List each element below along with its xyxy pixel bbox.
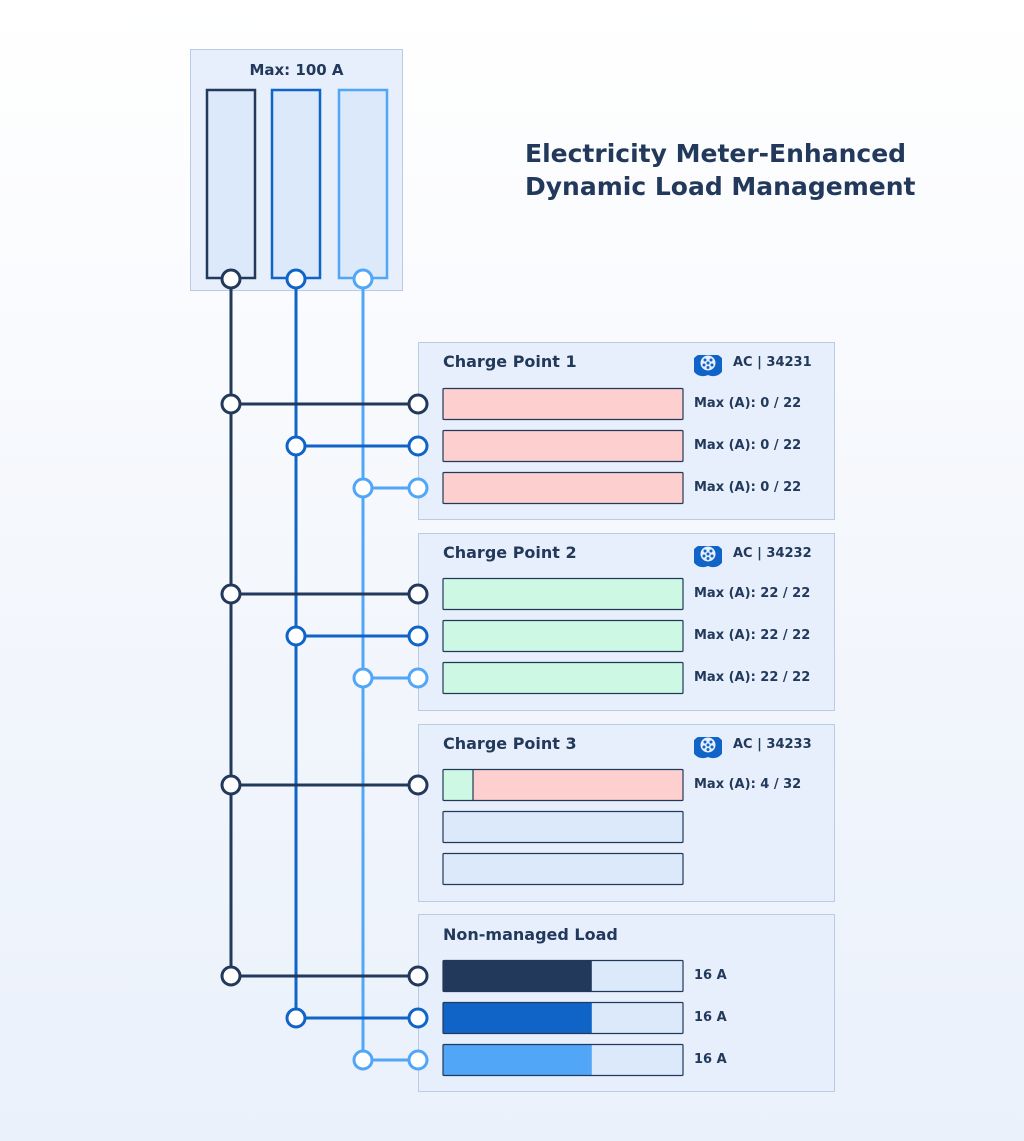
charge-point-2-phase-3-available-fill: [443, 662, 683, 694]
non-managed-load-phase-2-bus-node: [285, 1007, 307, 1029]
charge-point-3-phase-2-bar-track: [443, 811, 683, 843]
charge-point-1-phase-2-label: Max (A): 0 / 22: [694, 438, 802, 453]
non-managed-load-phase-2-label: 16 A: [694, 1010, 727, 1025]
non-managed-load-phase-1-label: 16 A: [694, 968, 727, 983]
charge-point-2-phase-1-input-node: [407, 583, 429, 605]
title-line-2: Dynamic Load Management: [525, 172, 916, 201]
charge-point-3-title: Charge Point 3: [443, 734, 577, 753]
non-managed-load-phase-1-load-fill: [443, 960, 592, 992]
charge-point-3-phase-1-bus-node: [220, 774, 242, 796]
mains-phase-3-node: [352, 268, 374, 290]
non-managed-load-phase-3-bus-node: [352, 1049, 374, 1071]
title-line-1: Electricity Meter-Enhanced: [525, 139, 907, 168]
charge-point-2-phase-2-input-node: [407, 625, 429, 647]
charge-point-1-type: AC | 34231: [733, 355, 812, 370]
charge-point-2-phase-2-bus-node: [285, 625, 307, 647]
non-managed-load-phase-3-load-fill: [443, 1044, 592, 1076]
charge-point-3-type: AC | 34233: [733, 737, 812, 752]
charge-point-1-phase-3-label: Max (A): 0 / 22: [694, 480, 802, 495]
mains-phase-2-node: [285, 268, 307, 290]
non-managed-load-phase-3-label: 16 A: [694, 1052, 727, 1067]
non-managed-load-title: Non-managed Load: [443, 925, 618, 944]
charge-point-3-phase-3-bar-track: [443, 853, 683, 885]
charge-point-2-phase-2-label: Max (A): 22 / 22: [694, 628, 811, 643]
charge-point-2-phase-1-available-fill: [443, 578, 683, 610]
non-managed-load-phase-3-bar-outline: [442, 1043, 684, 1077]
charge-point-2-phase-2-bar-outline: [442, 619, 684, 653]
charge-point-1-phase-1-input-node: [407, 393, 429, 415]
charge-point-1-phase-3-bar-outline: [442, 471, 684, 505]
charge-point-2-phase-2-available-fill: [443, 620, 683, 652]
charge-point-3-phase-1-label: Max (A): 4 / 32: [694, 777, 802, 792]
charge-point-2-type: AC | 34232: [733, 546, 812, 561]
non-managed-load-phase-2-bar-outline: [442, 1001, 684, 1035]
type2-connector-icon: [694, 737, 722, 759]
charge-point-3-phase-1-input-node: [407, 774, 429, 796]
charge-point-1-phase-2-bar-track: [443, 430, 683, 462]
charge-point-2-phase-3-bus-node: [352, 667, 374, 689]
charge-point-3-phase-2-bar-outline: [442, 810, 684, 844]
charge-point-3-phase-1-bar-track: [443, 769, 683, 801]
non-managed-load-phase-1-bus-node: [220, 965, 242, 987]
mains-phase-1-bar: [205, 88, 257, 280]
charge-point-2-phase-3-label: Max (A): 22 / 22: [694, 670, 811, 685]
charge-point-2-phase-1-label: Max (A): 22 / 22: [694, 586, 811, 601]
non-managed-load-phase-2-input-node: [407, 1007, 429, 1029]
non-managed-load-phase-1-input-node: [407, 965, 429, 987]
charge-point-3-phase-1-bar-outline: [442, 768, 684, 802]
charge-point-2-phase-1-bar-outline: [442, 577, 684, 611]
charge-point-1-phase-1-bar-track: [443, 388, 683, 420]
charge-point-1-phase-1-label: Max (A): 0 / 22: [694, 396, 802, 411]
type2-connector-icon: [694, 355, 722, 377]
non-managed-load-phase-2-load-fill: [443, 1002, 592, 1034]
charge-point-2-phase-3-bar-outline: [442, 661, 684, 695]
charge-point-2-title: Charge Point 2: [443, 543, 577, 562]
charge-point-1-phase-1-bus-node: [220, 393, 242, 415]
charge-point-1-phase-3-bus-node: [352, 477, 374, 499]
charge-point-1-phase-3-bar-track: [443, 472, 683, 504]
mains-phase-2-bar: [270, 88, 322, 280]
charge-point-1-phase-1-bar-outline: [442, 387, 684, 421]
non-managed-load-phase-1-bar-outline: [442, 959, 684, 993]
mains-phase-3-bar: [337, 88, 389, 280]
type2-connector-icon: [694, 546, 722, 568]
mains-max-label: Max: 100 A: [249, 61, 344, 79]
charge-point-1-phase-2-bus-node: [285, 435, 307, 457]
diagram-title: Electricity Meter-Enhanced Dynamic Load …: [525, 137, 995, 203]
charge-point-1-title: Charge Point 1: [443, 352, 577, 371]
non-managed-load-phase-3-input-node: [407, 1049, 429, 1071]
charge-point-2-phase-3-input-node: [407, 667, 429, 689]
charge-point-1-phase-2-input-node: [407, 435, 429, 457]
charge-point-1-phase-2-bar-outline: [442, 429, 684, 463]
mains-phase-1-node: [220, 268, 242, 290]
charge-point-3-phase-3-bar-outline: [442, 852, 684, 886]
charge-point-3-phase-1-available-fill: [443, 769, 473, 801]
charge-point-2-phase-1-bus-node: [220, 583, 242, 605]
charge-point-1-phase-3-input-node: [407, 477, 429, 499]
